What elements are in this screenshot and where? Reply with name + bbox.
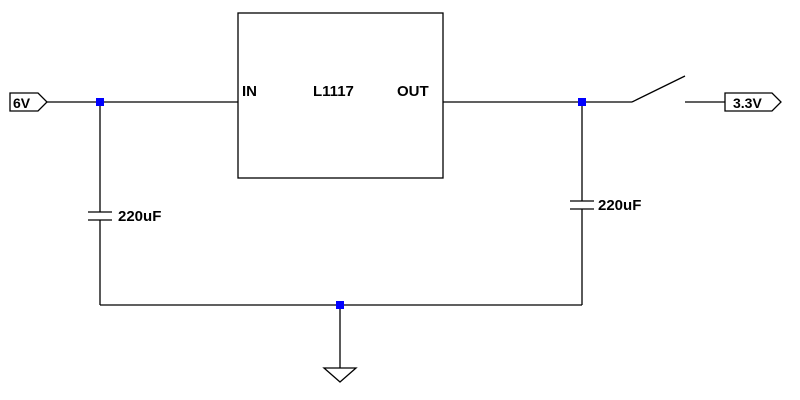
output-net-label: 3.3V: [733, 95, 762, 111]
input-net-port: 6V: [9, 92, 48, 112]
ground-symbol-icon: [322, 367, 358, 383]
junction-ground: [336, 301, 344, 309]
regulator-block: [237, 12, 444, 179]
output-cap-value: 220uF: [598, 197, 641, 214]
junction-input: [96, 98, 104, 106]
input-cap-value: 220uF: [118, 208, 161, 225]
input-net-label: 6V: [13, 95, 31, 111]
switch-blade: [631, 75, 686, 103]
regulator-part-label: L1117: [313, 83, 354, 100]
regulator-pin-in: IN: [242, 83, 257, 100]
regulator-pin-out: OUT: [397, 83, 429, 100]
junction-output: [578, 98, 586, 106]
output-net-port: 3.3V: [724, 92, 782, 112]
